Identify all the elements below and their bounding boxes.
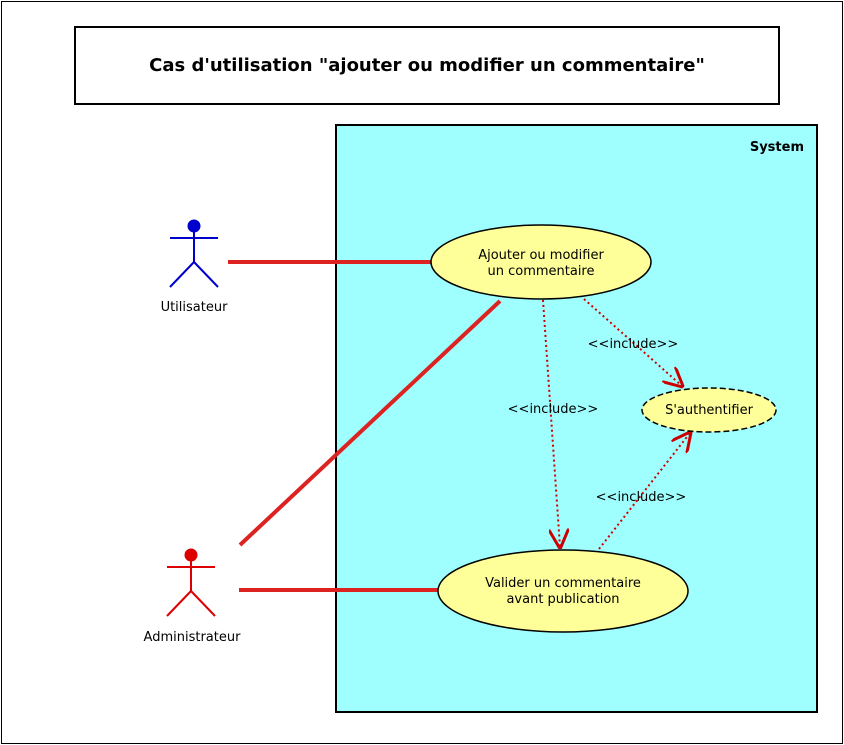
association-administrateur-ajouter — [238, 299, 502, 547]
use-case-valider-line2: avant publication — [506, 592, 619, 607]
use-case-ajouter-line1: Ajouter ou modifier — [478, 248, 604, 263]
include-ajouter-valider — [542, 299, 560, 547]
actor-administrateur-label: Administrateur — [144, 630, 242, 645]
actor-utilisateur-left-leg — [169, 261, 195, 288]
use-case-ajouter-line2: un commentaire — [487, 264, 594, 279]
actor-utilisateur-right-leg — [193, 261, 219, 288]
actor-utilisateur[interactable] — [169, 219, 219, 288]
actor-utilisateur-label: Utilisateur — [161, 300, 229, 315]
include-label-3: <<include>> — [596, 490, 687, 505]
use-case-authentifier-label: S'authentifier — [665, 403, 754, 418]
use-case-authentifier[interactable] — [641, 387, 777, 433]
actor-administrateur-right-leg — [190, 590, 216, 617]
actor-administrateur-left-leg — [166, 590, 192, 617]
use-case-valider[interactable] — [437, 549, 689, 633]
include-ajouter-authentifier — [583, 298, 682, 386]
system-label: System — [750, 140, 804, 155]
diagram-title: Cas d'utilisation "ajouter ou modifier u… — [74, 26, 780, 105]
diagram-title-text: Cas d'utilisation "ajouter ou modifier u… — [149, 55, 705, 76]
actor-administrateur-head — [184, 548, 198, 562]
use-case-valider-line1: Valider un commentaire — [485, 576, 641, 591]
use-case-ajouter-modifier[interactable] — [430, 224, 652, 300]
include-label-1: <<include>> — [588, 337, 679, 352]
actor-utilisateur-head — [187, 219, 201, 233]
actor-administrateur[interactable] — [166, 548, 216, 617]
include-label-2: <<include>> — [508, 402, 599, 417]
